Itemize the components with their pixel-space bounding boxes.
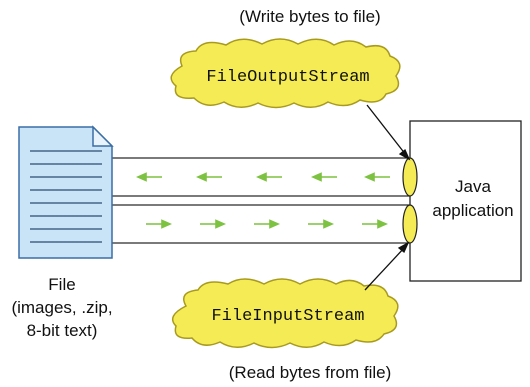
cloud-shape [171, 278, 399, 349]
file-output-stream-cloud: FileOutputStream [170, 38, 401, 109]
arrow-icon [146, 219, 172, 229]
file-types-label-2: 8-bit text) [27, 321, 98, 340]
write-caption: (Write bytes to file) [239, 7, 380, 26]
arrow-icon [254, 219, 280, 229]
arrow-icon [136, 172, 162, 182]
file-label: File [48, 275, 75, 294]
arrow-icon [362, 219, 388, 229]
arrow-icon [308, 219, 334, 229]
arrow-icon [200, 219, 226, 229]
arrow-icon [364, 172, 390, 182]
document-icon [18, 125, 114, 259]
file-input-stream-label: FileInputStream [211, 307, 364, 326]
java-label: Java [455, 177, 491, 196]
java-application-box [409, 120, 522, 282]
arrow-icon [196, 172, 222, 182]
read-caption: (Read bytes from file) [229, 363, 392, 382]
input-arrows [146, 219, 388, 229]
output-pipe-end [402, 157, 418, 197]
output-pointer [366, 104, 411, 161]
application-label: application [432, 201, 513, 220]
document-text-lines [30, 150, 102, 243]
cloud-shape [170, 38, 401, 109]
arrow-icon [311, 172, 337, 182]
arrow-icon [256, 172, 282, 182]
input-pointer [364, 241, 410, 291]
file-types-label-1: (images, .zip, [11, 298, 112, 317]
file-input-stream-cloud: FileInputStream [171, 278, 399, 349]
output-arrows [136, 172, 390, 182]
input-pipe-end [402, 204, 418, 244]
file-output-stream-label: FileOutputStream [206, 68, 369, 87]
